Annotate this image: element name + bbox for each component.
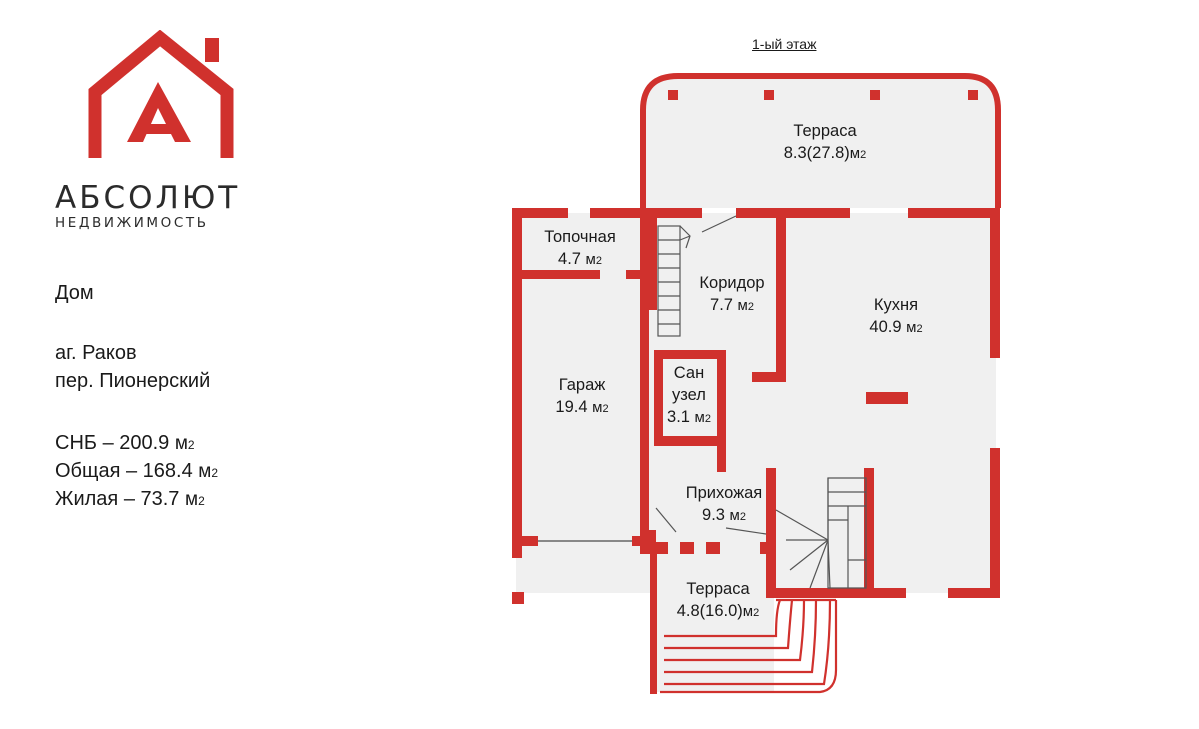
room-area: 4.7 м2: [558, 250, 602, 268]
room-area: 19.4 м2: [555, 398, 609, 416]
room-boiler: Топочная 4.7 м2: [528, 226, 632, 272]
floor-fill: [516, 76, 998, 692]
walls: [512, 73, 1001, 694]
terrace-upper-border: [640, 73, 1001, 208]
area-snb-label: СНБ – 200.9: [55, 432, 170, 454]
room-hall: Прихожая 9.3 м2: [670, 482, 778, 528]
room-name: Топочная: [544, 228, 616, 246]
area-unit: м2: [174, 433, 195, 454]
room-area: 3.1 м2: [667, 408, 711, 426]
floor-title: 1-ый этаж: [752, 36, 817, 52]
room-name: Сан: [673, 364, 705, 382]
room-area: 4.8(16.0)м2: [676, 602, 760, 620]
room-area: 8.3(27.8)м2: [783, 144, 867, 162]
room-garage: Гараж 19.4 м2: [536, 374, 628, 420]
brand-name: АБСОЛЮТ: [55, 180, 241, 216]
room-name: Коридор: [699, 274, 765, 292]
room-name: Терраса: [793, 122, 857, 140]
logo-house-a-icon: [88, 30, 234, 158]
stairs-hall: [775, 477, 867, 589]
area-living-label: Жилая – 73.7: [55, 488, 180, 510]
room-terrace-lower: Терраса 4.8(16.0)м2: [660, 578, 776, 624]
area-total-label: Общая – 168.4: [55, 460, 193, 482]
room-area: 40.9 м2: [869, 318, 923, 336]
area-snb: СНБ – 200.9 м2: [55, 432, 195, 455]
room-name: Прихожая: [685, 484, 763, 502]
room-name: Кухня: [873, 296, 919, 314]
room-corridor: Коридор 7.7 м2: [686, 272, 778, 318]
area-total: Общая – 168.4 м2: [55, 460, 218, 483]
room-name-2: узел: [672, 386, 706, 404]
terrace-steps: [660, 598, 838, 694]
room-area: 7.7 м2: [710, 296, 754, 314]
area-unit: м2: [198, 461, 219, 482]
stairs-corridor: [657, 225, 691, 337]
property-type: Дом: [55, 282, 94, 304]
area-living: Жилая – 73.7 м2: [55, 488, 205, 511]
room-area: 9.3 м2: [702, 506, 746, 524]
address-line-2: пер. Пионерский: [55, 370, 211, 392]
address-line-1: аг. Раков: [55, 342, 137, 364]
room-terrace-upper: Терраса 8.3(27.8)м2: [770, 120, 880, 166]
room-name: Терраса: [686, 580, 750, 598]
area-unit: м2: [185, 489, 205, 510]
room-name: Гараж: [558, 376, 606, 394]
room-bathroom: Сан узел 3.1 м2: [656, 362, 722, 430]
brand-subtitle: НЕДВИЖИМОСТЬ: [55, 215, 209, 231]
room-kitchen: Кухня 40.9 м2: [848, 294, 944, 340]
